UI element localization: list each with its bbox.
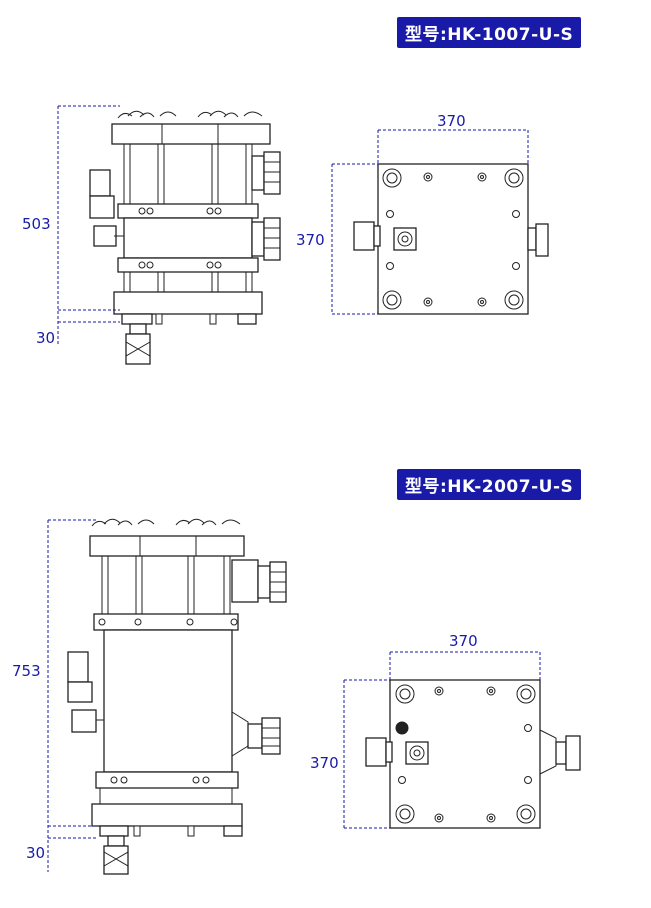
model-1-dimension-lines: [57, 105, 529, 346]
model-badge-1: 型号:HK-1007-U-S: [397, 17, 582, 48]
model-1-width-dim: 370: [437, 112, 466, 130]
model-2-base-dim: 30: [26, 844, 45, 862]
model-1-height-dim: 503: [22, 215, 51, 233]
model-2-dimension-lines: [47, 519, 541, 872]
model-2-front-view: [67, 518, 287, 875]
model-1-front-view: [89, 110, 281, 365]
model-2-depth-dim: 370: [310, 754, 339, 772]
model-1-top-view: [353, 163, 549, 315]
model-1-depth-dim: 370: [296, 231, 325, 249]
model-2-top-view: [365, 679, 581, 829]
model-1-base-dim: 30: [36, 329, 55, 347]
model-2-width-dim: 370: [449, 632, 478, 650]
model-badge-2: 型号:HK-2007-U-S: [397, 469, 582, 500]
model-2-height-dim: 753: [12, 662, 41, 680]
